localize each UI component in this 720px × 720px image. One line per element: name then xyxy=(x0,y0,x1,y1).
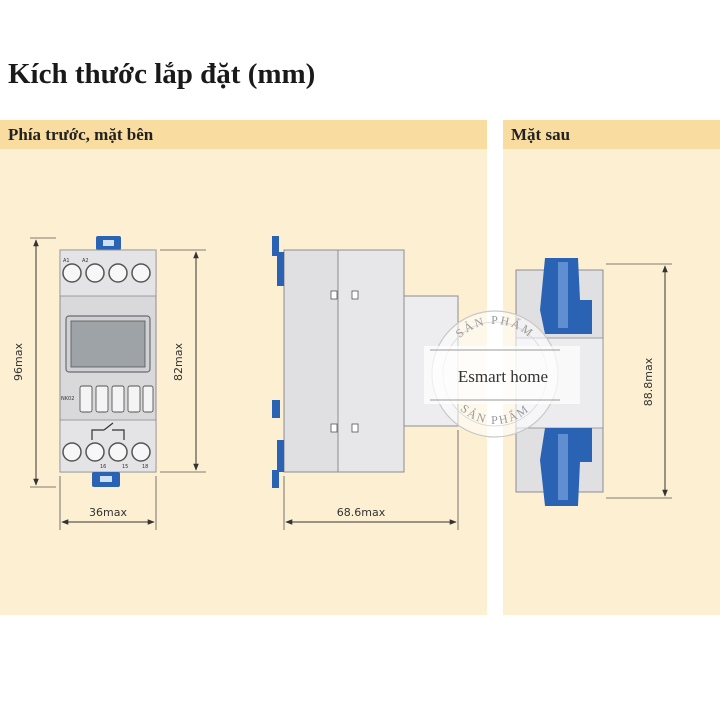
side-clips xyxy=(272,236,284,488)
lcd-screen xyxy=(70,320,146,368)
dimension-width-front: 36max xyxy=(59,476,157,530)
dim-82max: 82max xyxy=(172,343,185,381)
back-clip-top xyxy=(540,258,592,334)
watermark: SẢN PHẨM SẢN PHẨM Esmart home xyxy=(424,310,580,438)
dim-68-6max: 68.6max xyxy=(337,506,386,519)
dimension-height-body: 82max xyxy=(160,249,206,473)
top-clip xyxy=(96,236,121,250)
bottom-terminals xyxy=(62,442,151,462)
terminal-label-a1: A1 xyxy=(63,258,70,264)
dim-96max: 96max xyxy=(12,343,25,381)
terminal-label-18: 18 xyxy=(142,464,148,470)
watermark-brand: Esmart home xyxy=(458,367,548,386)
terminal-label-16: 16 xyxy=(100,464,106,470)
dimension-height-total: 96max xyxy=(12,237,56,488)
front-buttons xyxy=(79,385,154,413)
back-heading: Mặt sau xyxy=(503,120,720,149)
bottom-clip xyxy=(92,472,120,487)
dimension-depth-side: 68.6max xyxy=(283,430,459,530)
dimension-height-back: 88.8max xyxy=(606,263,672,499)
model-label: NK02 xyxy=(61,396,74,402)
dim-88-8max: 88.8max xyxy=(642,357,655,406)
front-view: A1 A2 NK02 16 15 18 xyxy=(59,236,157,487)
page-title: Kích thước lắp đặt (mm) xyxy=(8,58,316,90)
dim-36max: 36max xyxy=(89,506,127,519)
relay-symbol xyxy=(91,422,125,440)
terminal-label-a2: A2 xyxy=(82,258,89,264)
terminal-label-15: 15 xyxy=(122,464,128,470)
top-terminals xyxy=(62,263,151,283)
front-side-heading: Phía trước, mặt bên xyxy=(0,120,487,149)
back-clip-bottom xyxy=(540,428,592,506)
